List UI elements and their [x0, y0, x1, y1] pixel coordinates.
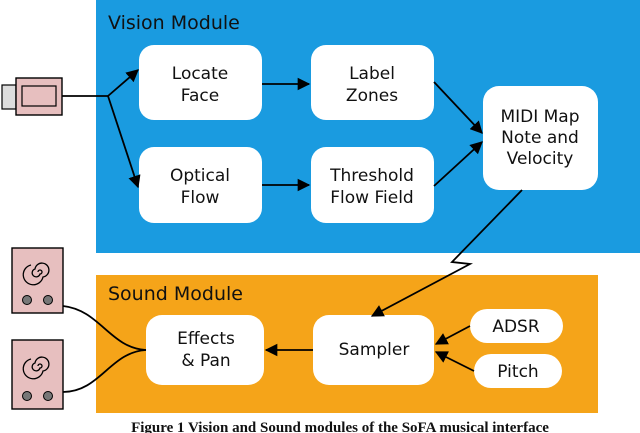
midi-map-box: MIDI Map Note and Velocity [483, 86, 598, 190]
locate-face-line-1: Locate [172, 64, 228, 84]
connectors [62, 69, 523, 393]
arrow-pitch-to-sampler [434, 351, 475, 372]
locate-face-line-2: Face [181, 86, 219, 106]
adsr-label: ADSR [492, 317, 540, 337]
locate-face-box: Locate Face [139, 45, 262, 120]
midi-map-line-2: Note and [501, 128, 579, 148]
pitch-box: Pitch [474, 354, 562, 388]
optical-flow-line-1: Optical [170, 166, 230, 186]
arrow-to-locate-face [107, 69, 139, 97]
label-zones-line-2: Zones [346, 86, 398, 106]
arrow-to-optical-flow [107, 95, 141, 189]
effects-line-2: & Pan [181, 351, 230, 371]
midi-map-line-1: MIDI Map [500, 107, 579, 127]
optical-flow-line-2: Flow [181, 188, 220, 208]
usb-plug-icon [1, 77, 63, 116]
figure-caption: Figure 1 Vision and Sound modules of the… [131, 420, 549, 433]
cable-to-bottom-speaker [62, 349, 147, 393]
arrow-midi-to-sampler [370, 189, 523, 317]
sampler-label: Sampler [339, 340, 410, 360]
effects-pan-box: Effects & Pan [146, 315, 264, 385]
cable-to-top-speaker [62, 305, 147, 351]
arrow-adsr-to-sampler [434, 325, 471, 345]
label-zones-box: Label Zones [311, 45, 434, 120]
threshold-flow-field-box: Threshold Flow Field [311, 147, 434, 223]
label-zones-line-1: Label [349, 64, 395, 84]
arrow-label-to-midi [433, 81, 483, 134]
vision-module-title: Vision Module [108, 12, 240, 34]
speaker-bottom-icon [11, 339, 64, 410]
arrow-threshold-to-midi [433, 141, 483, 187]
threshold-line-2: Flow Field [330, 188, 413, 208]
speaker-top-icon [11, 247, 64, 314]
midi-map-line-3: Velocity [507, 149, 574, 169]
sampler-box: Sampler [313, 315, 434, 385]
effects-line-1: Effects [177, 329, 235, 349]
pitch-label: Pitch [497, 362, 538, 382]
threshold-line-1: Threshold [329, 166, 414, 186]
adsr-box: ADSR [470, 309, 563, 343]
optical-flow-box: Optical Flow [139, 147, 262, 223]
sound-module-title: Sound Module [108, 283, 243, 305]
